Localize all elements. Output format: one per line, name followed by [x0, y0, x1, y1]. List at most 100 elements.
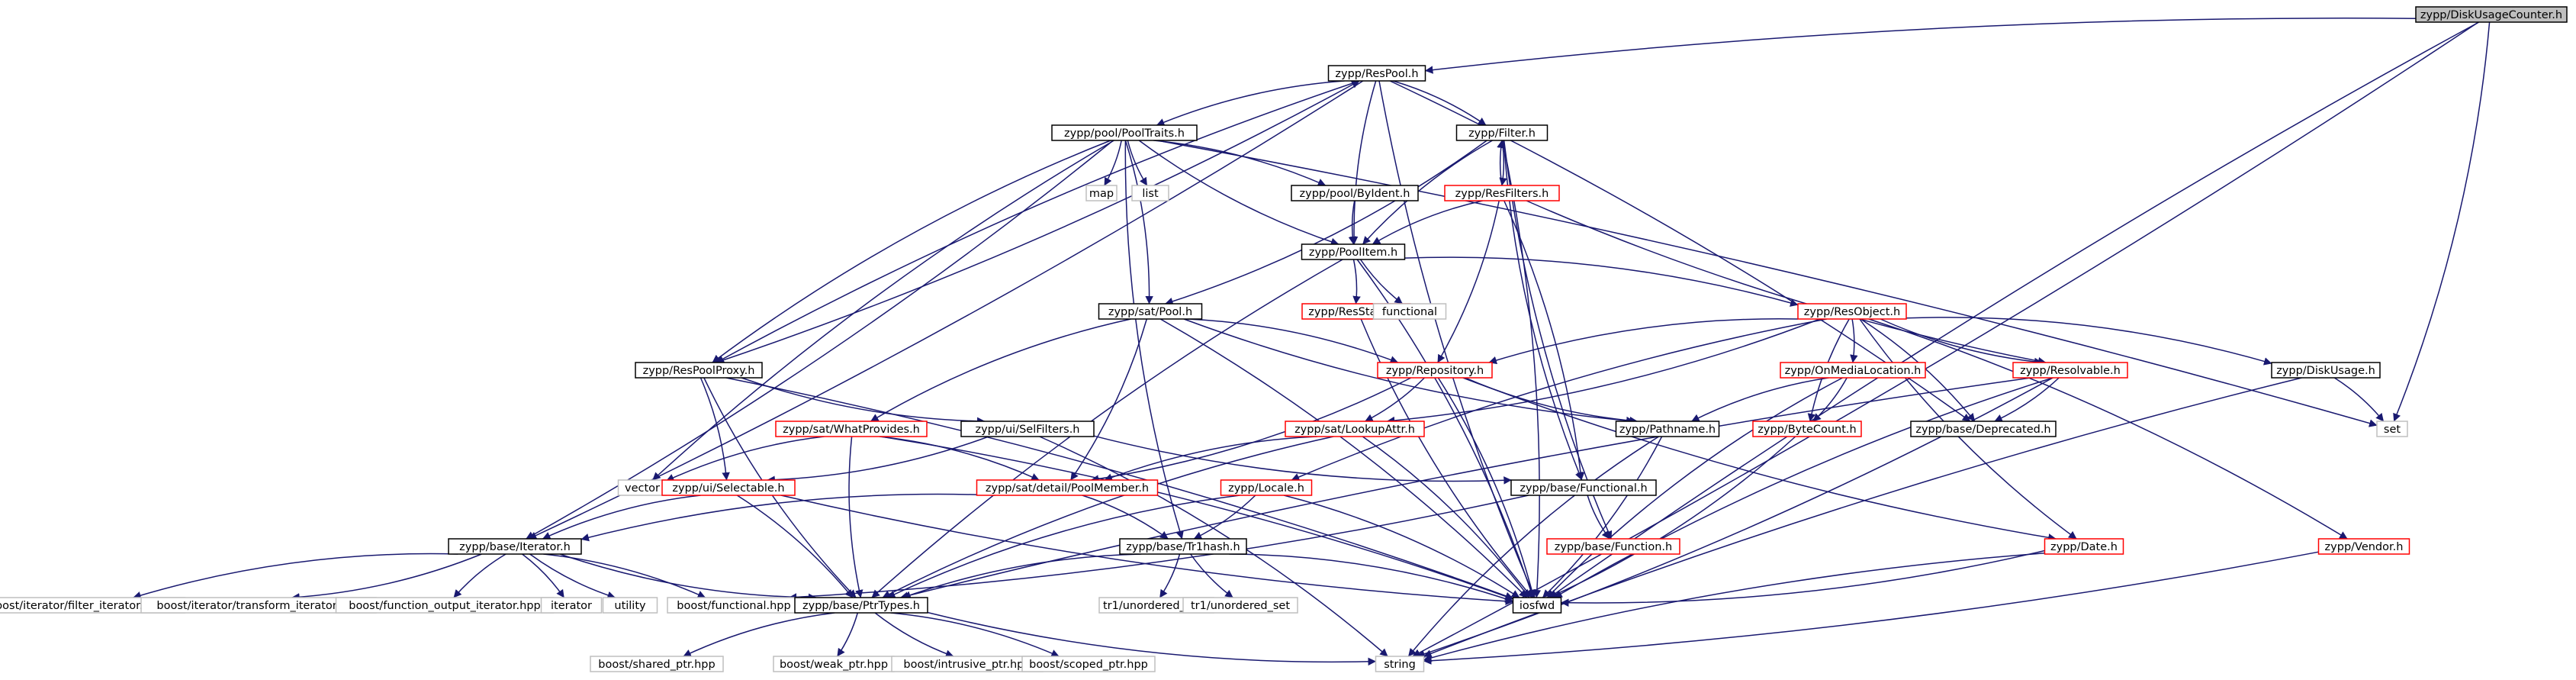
edge-tr1hash-to-ptrtypes [902, 553, 1142, 599]
node-filter[interactable]: zypp/Filter.h [1455, 124, 1548, 141]
node-map[interactable]: map [1085, 185, 1118, 201]
node-function-output-iterator[interactable]: boost/function_output_iterator.hpp [335, 597, 555, 614]
node-set[interactable]: set [2376, 421, 2408, 437]
node-filter-iterator[interactable]: boost/iterator/filter_iterator.hpp [0, 597, 186, 614]
node-box [1285, 421, 1425, 437]
edge-onmedialocation-to-pathname [1691, 377, 1829, 422]
node-label: zypp/base/Function.h [1555, 541, 1672, 553]
edge-resstatus-to-iosfwd [1360, 318, 1533, 598]
node-label: zypp/ResPoolProxy.h [643, 365, 755, 377]
node-vendor[interactable]: zypp/Vendor.h [2317, 538, 2410, 555]
node-label: iosfwd [1520, 600, 1555, 612]
node-poolitem[interactable]: zypp/PoolItem.h [1301, 243, 1406, 260]
node-label: zypp/pool/ByIdent.h [1300, 188, 1410, 200]
edge-ptrtypes-to-scoped_ptr [890, 612, 1060, 657]
node-box [1455, 124, 1548, 141]
node-boost-functional[interactable]: boost/functional.hpp [667, 597, 801, 614]
edge-resolvable-to-deprecated [1994, 377, 2060, 422]
edge-respoolproxy-to-selectable [699, 377, 730, 481]
node-diskusagecounter[interactable]: zypp/DiskUsageCounter.h [2415, 6, 2568, 23]
edge-diskusagecounter-to-string [1412, 21, 2479, 657]
node-locale[interactable]: zypp/Locale.h [1220, 479, 1313, 496]
node-satpool[interactable]: zypp/sat/Pool.h [1098, 303, 1203, 320]
node-shared-ptr[interactable]: boost/shared_ptr.hpp [590, 656, 724, 672]
node-selectable[interactable]: zypp/ui/Selectable.h [661, 479, 796, 496]
node-label: zypp/Filter.h [1468, 127, 1536, 140]
edge-respool-to-respoolproxy [716, 80, 1360, 363]
node-box [1910, 421, 2057, 437]
node-pooltraits[interactable]: zypp/pool/PoolTraits.h [1051, 124, 1198, 141]
edge-satpool-to-poolmember [1070, 318, 1148, 481]
edge-pooltraits-to-poolitem [1138, 140, 1339, 246]
node-resfilters[interactable]: zypp/ResFilters.h [1444, 185, 1560, 201]
node-vector[interactable]: vector [617, 479, 667, 496]
node-respoolproxy[interactable]: zypp/ResPoolProxy.h [635, 362, 763, 379]
edge-repository-to-lookupattr [1365, 377, 1425, 422]
node-utility[interactable]: utility [602, 597, 658, 614]
node-iterator[interactable]: zypp/base/Iterator.h [448, 538, 582, 555]
edge-date-to-iosfwd [1560, 549, 2045, 607]
edge-satpool-to-iosfwd [1159, 318, 1528, 598]
edge-diskusagecounter-to-set [2393, 21, 2491, 422]
node-diskusage[interactable]: zypp/DiskUsage.h [2271, 362, 2381, 379]
edge-tr1hash-to-unordered_map [1159, 553, 1181, 598]
edge-filter-to-poolitem [1362, 140, 1493, 245]
node-functional[interactable]: functional [1372, 303, 1447, 320]
node-transform-iterator[interactable]: boost/iterator/transform_iterator.hpp [140, 597, 377, 614]
node-iterator[interactable]: iterator [540, 597, 603, 614]
edge-poolitem-to-iosfwd [1356, 259, 1535, 598]
node-box [1444, 185, 1560, 201]
node-label: zypp/ResFilters.h [1455, 188, 1549, 200]
edge-resfilters-to-repository [1437, 200, 1500, 363]
edge-ptrtypes-to-string [927, 611, 1377, 666]
node-intrusive-ptr[interactable]: boost/intrusive_ptr.hpp [891, 656, 1044, 672]
node-whatprovides[interactable]: zypp/sat/WhatProvides.h [775, 421, 928, 437]
node-respool[interactable]: zypp/ResPool.h [1327, 65, 1426, 82]
node-iosfwd[interactable]: iosfwd [1512, 597, 1562, 614]
node-selfilters[interactable]: zypp/ui/SelFilters.h [960, 421, 1095, 437]
node-unordered-set[interactable]: tr1/unordered_set [1182, 597, 1298, 614]
node-pathname[interactable]: zypp/Pathname.h [1615, 421, 1720, 437]
edge-resfilters-to-functional [1503, 200, 1585, 481]
node-weak-ptr[interactable]: boost/weak_ptr.hpp [773, 656, 895, 672]
node-resolvable[interactable]: zypp/Resolvable.h [2012, 362, 2128, 379]
node-label: tr1/unordered_set [1191, 600, 1290, 612]
edge-tr1hash-to-iosfwd [1229, 553, 1513, 603]
edge-resobject-to-onmedialocation [1850, 318, 1858, 363]
node-function[interactable]: zypp/base/Function.h [1546, 538, 1680, 555]
node-deprecated[interactable]: zypp/base/Deprecated.h [1910, 421, 2057, 437]
node-tr1hash[interactable]: zypp/base/Tr1hash.h [1119, 538, 1247, 555]
node-string[interactable]: string [1375, 656, 1425, 672]
node-box [1085, 185, 1118, 201]
edge-resolvable-to-iosfwd [1554, 377, 2053, 598]
node-list[interactable]: list [1131, 185, 1169, 201]
node-label: zypp/base/Tr1hash.h [1126, 541, 1240, 553]
node-functional[interactable]: zypp/base/Functional.h [1510, 479, 1657, 496]
node-box [1301, 243, 1406, 260]
edge-satpool-to-whatprovides [870, 318, 1131, 422]
edge-pooltraits-to-satpool [1124, 140, 1153, 305]
edge-repository-to-iosfwd [1437, 377, 1536, 598]
node-bytecount[interactable]: zypp/ByteCount.h [1752, 421, 1862, 437]
node-box [1098, 303, 1203, 320]
node-byident[interactable]: zypp/pool/ByIdent.h [1291, 185, 1419, 201]
node-label: boost/scoped_ptr.hpp [1029, 659, 1148, 671]
edge-iterator-to-utility [529, 553, 616, 599]
edge-resobject-to-vendor [1868, 318, 2348, 540]
node-resobject[interactable]: zypp/ResObject.h [1797, 303, 1907, 320]
edge-whatprovides-to-ptrtypes [848, 436, 863, 598]
edge-onmedialocation-to-bytecount [1812, 377, 1848, 422]
node-scoped-ptr[interactable]: boost/scoped_ptr.hpp [1021, 656, 1156, 672]
node-box [2044, 538, 2124, 555]
edge-filter-to-iosfwd [1501, 140, 1542, 598]
node-onmedialocation[interactable]: zypp/OnMediaLocation.h [1780, 362, 1926, 379]
node-label: zypp/Locale.h [1228, 482, 1304, 495]
node-lookupattr[interactable]: zypp/sat/LookupAttr.h [1285, 421, 1425, 437]
node-date[interactable]: zypp/Date.h [2044, 538, 2124, 555]
node-poolmember[interactable]: zypp/sat/detail/PoolMember.h [976, 479, 1159, 496]
edge-satpool-to-pathname [1183, 318, 1635, 425]
node-repository[interactable]: zypp/Repository.h [1377, 362, 1493, 379]
edge-respool-to-iosfwd [1378, 80, 1536, 598]
node-ptrtypes[interactable]: zypp/base/PtrTypes.h [794, 597, 928, 614]
edge-locale-to-iosfwd [1283, 495, 1520, 598]
